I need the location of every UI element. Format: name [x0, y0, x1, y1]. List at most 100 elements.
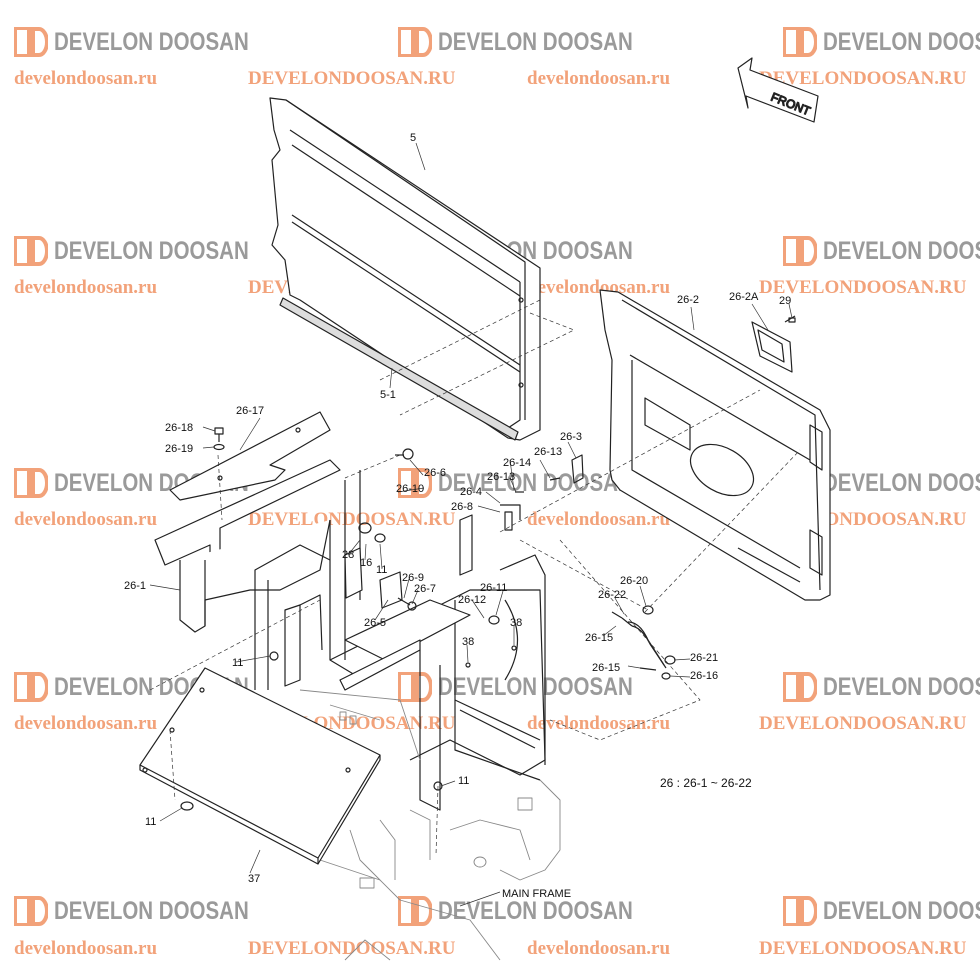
callout-26-1: 26-1	[124, 580, 146, 592]
watermark-site: DEVELONDOOSAN.RU	[759, 277, 967, 298]
watermark-site: DEVELONDOOSAN.RU	[248, 509, 456, 530]
latch-26-2A	[751, 315, 796, 373]
watermark-brand: DEVELON DOOSAN	[54, 236, 249, 265]
callout-26-15-b: 26-15	[592, 662, 620, 674]
callout-26-7: 26-7	[414, 583, 436, 595]
callout-26-13-b: 26-13	[487, 471, 515, 483]
develon-logo-icon	[14, 236, 48, 266]
callout-26-5: 26-5	[364, 617, 386, 629]
callout-26-4: 26-4	[460, 486, 482, 498]
watermark-brand: DEVELON DOOSAN	[823, 672, 980, 701]
watermark-site: develondoosan.ru	[14, 277, 158, 298]
bolt-26-18	[213, 427, 225, 451]
callout-26-22: 26-22	[598, 589, 626, 601]
watermark-site: develondoosan.ru	[527, 938, 671, 959]
develon-logo-icon	[14, 27, 48, 57]
front-arrow: FRONT	[737, 57, 819, 123]
plate-37	[139, 667, 381, 865]
watermark-logo: DEVELON DOOSAN	[14, 896, 292, 926]
callout-26-11: 26-11	[480, 582, 507, 594]
develon-logo-icon	[783, 236, 817, 266]
develon-logo-icon	[398, 27, 432, 57]
watermark-logo: DEVELON DOOSAN	[14, 27, 292, 57]
develon-logo-icon	[14, 468, 48, 498]
callout-26-2A: 26-2A	[729, 291, 759, 303]
assembly-note: 26 : 26-1 ~ 26-22	[660, 776, 752, 790]
watermark-logo: DEVELON DOOSAN	[783, 27, 980, 57]
callout-29: 29	[779, 295, 791, 307]
watermark-brand: DEVELON DOOSAN	[438, 672, 633, 701]
watermark-site: develondoosan.ru	[14, 713, 158, 734]
callout-11-c: 11	[458, 775, 469, 787]
callout-26-16: 26-16	[690, 670, 718, 682]
watermark-brand: DEVELON DOOSAN	[823, 896, 980, 925]
callout-26-18: 26-18	[165, 422, 193, 434]
watermark-logo: DEVELON DOOSAN	[14, 236, 292, 266]
watermark-site: develondoosan.ru	[527, 509, 671, 530]
watermark-logo: DEVELON DOOSAN	[398, 672, 676, 702]
callout-37: 37	[248, 873, 260, 885]
callout-26-9: 26-9	[402, 572, 424, 584]
callout-28: 28	[342, 549, 354, 561]
watermark-logo: DEVELON DOOSAN	[398, 468, 676, 498]
watermark-site: DEVELONDOOSAN.RU	[759, 713, 967, 734]
callout-26-2: 26-2	[677, 294, 699, 306]
watermark-logo: DEVELON DOOSAN	[783, 672, 980, 702]
watermark-brand: DEVELON DOOSAN	[438, 468, 633, 497]
callout-38-a: 38	[510, 617, 522, 629]
watermark-logo: DEVELON DOOSAN	[783, 896, 980, 926]
develon-logo-icon	[398, 468, 432, 498]
callout-26-8: 26-8	[451, 501, 473, 513]
watermark-logo: DEVELON DOOSAN	[783, 236, 980, 266]
develon-logo-icon	[398, 896, 432, 926]
dashed-guides	[149, 299, 801, 856]
leader-lines	[149, 142, 793, 907]
watermark-site: DEVELONDOOSAN.RU	[248, 938, 456, 959]
panel-5	[269, 97, 541, 441]
watermark-logo: DEVELON DOOSAN	[398, 27, 676, 57]
watermark-brand: DEVELON DOOSAN	[823, 27, 980, 56]
watermark-brand: DEVELON DOOSAN	[54, 896, 249, 925]
callout-38-b: 38	[462, 636, 474, 648]
callout-11-a: 11	[376, 564, 387, 576]
watermark-brand: DEVELON DOOSAN	[438, 27, 633, 56]
hose-26-15	[611, 605, 676, 680]
watermark-site: develondoosan.ru	[527, 277, 671, 298]
watermark-brand: DEVELON DOOSAN	[54, 27, 249, 56]
plate-26-17	[169, 411, 331, 501]
callout-5: 5	[410, 132, 416, 144]
watermark-logo: DEVELON DOOSAN	[783, 468, 980, 498]
callout-11-b: 11	[232, 657, 243, 669]
callout-16: 16	[360, 557, 372, 569]
watermark-site: develondoosan.ru	[527, 713, 671, 734]
callout-26-19: 26-19	[165, 443, 193, 455]
watermark-logo: DEVELON DOOSAN	[398, 896, 676, 926]
develon-logo-icon	[398, 672, 432, 702]
develon-logo-icon	[14, 672, 48, 702]
watermark-site: DEVELONDOOSAN.RU	[759, 68, 967, 89]
callout-11-d: 11	[145, 816, 156, 828]
callout-labels: 5 5-1 26-2 26-2A 29 26-17 26-18 26-19 26…	[124, 132, 791, 900]
watermark-site: DEVELONDOOSAN.RU	[759, 938, 967, 959]
callout-26-21: 26-21	[690, 652, 718, 664]
watermark-site: develondoosan.ru	[14, 938, 158, 959]
watermark-site: DEVELONDOOSAN.RU	[248, 68, 456, 89]
develon-logo-icon	[783, 27, 817, 57]
callout-26-10: 26-10	[396, 483, 424, 495]
main-frame-label: MAIN FRAME	[502, 888, 571, 900]
develon-logo-icon	[783, 672, 817, 702]
callout-26-15-a: 26-15	[585, 632, 613, 644]
callout-26-14: 26-14	[503, 457, 531, 469]
panel-26-2	[599, 289, 831, 601]
callout-26-13-a: 26-13	[534, 446, 562, 458]
callout-5-1: 5-1	[380, 389, 396, 401]
callout-26-3: 26-3	[560, 431, 582, 443]
develon-logo-icon	[783, 896, 817, 926]
watermark-site: develondoosan.ru	[527, 68, 671, 89]
watermark-brand: DEVELON DOOSAN	[823, 236, 980, 265]
callout-26-20: 26-20	[620, 575, 648, 587]
watermark-brand: DEVELON DOOSAN	[438, 896, 633, 925]
watermark-brand: DEVELON DOOSAN	[823, 468, 980, 497]
hardware-parts	[180, 448, 584, 811]
